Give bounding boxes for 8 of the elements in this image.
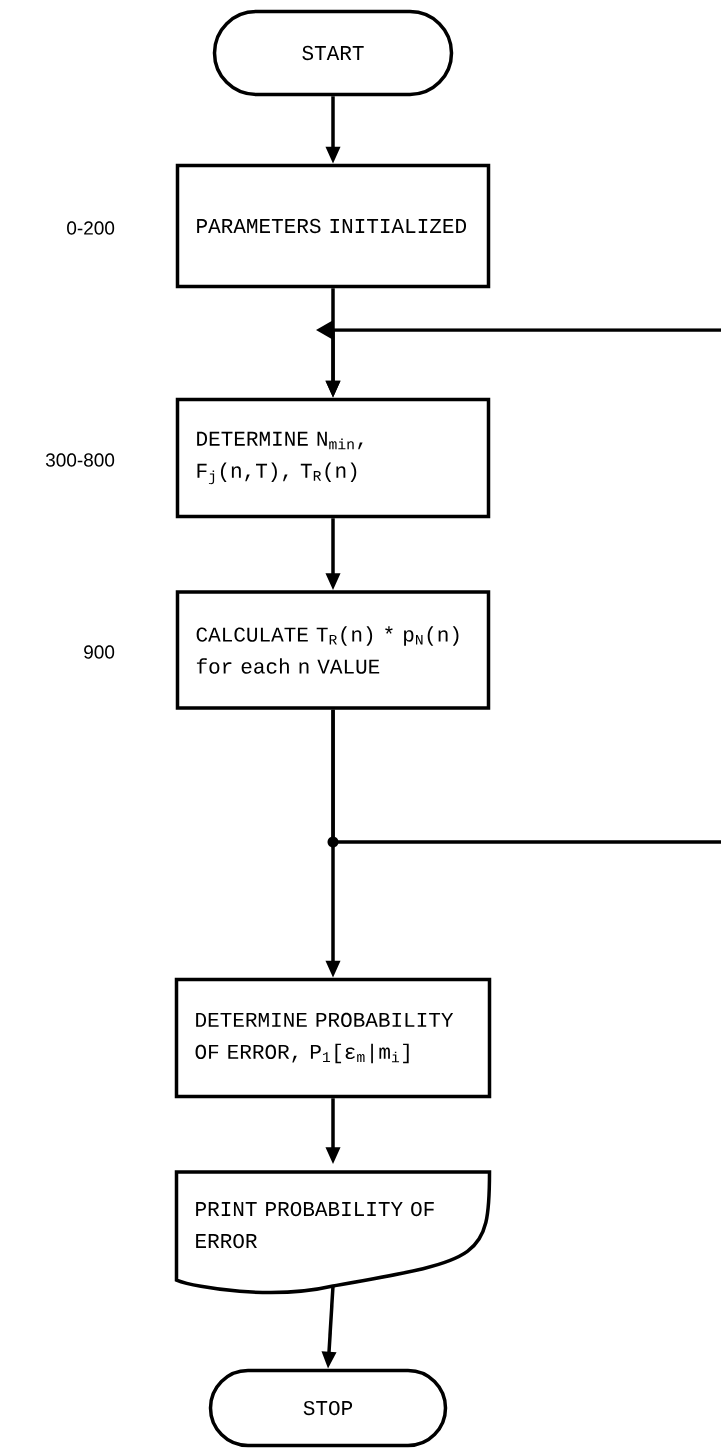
process-box: DETERMINE N$_{min}$, F$_{j}$(n,T), T$_{R}$(n) xyxy=(175,397,491,519)
process-box: PARAMETERS INITIALIZED xyxy=(175,163,491,289)
line-number: 900 xyxy=(84,645,115,659)
arrow xyxy=(327,709,721,848)
process-box: CALCULATE T$_{R}$(n) * p$_{N}$(n) for each n VALUE xyxy=(175,590,491,710)
process-box: DETERMINE PROBABILITY OF ERROR, P$_{1}$[ε$_{m}$|m$_{i}$] xyxy=(174,977,492,1099)
line-number: 0-200 xyxy=(67,221,115,235)
line-number: 300-800 xyxy=(45,453,115,467)
